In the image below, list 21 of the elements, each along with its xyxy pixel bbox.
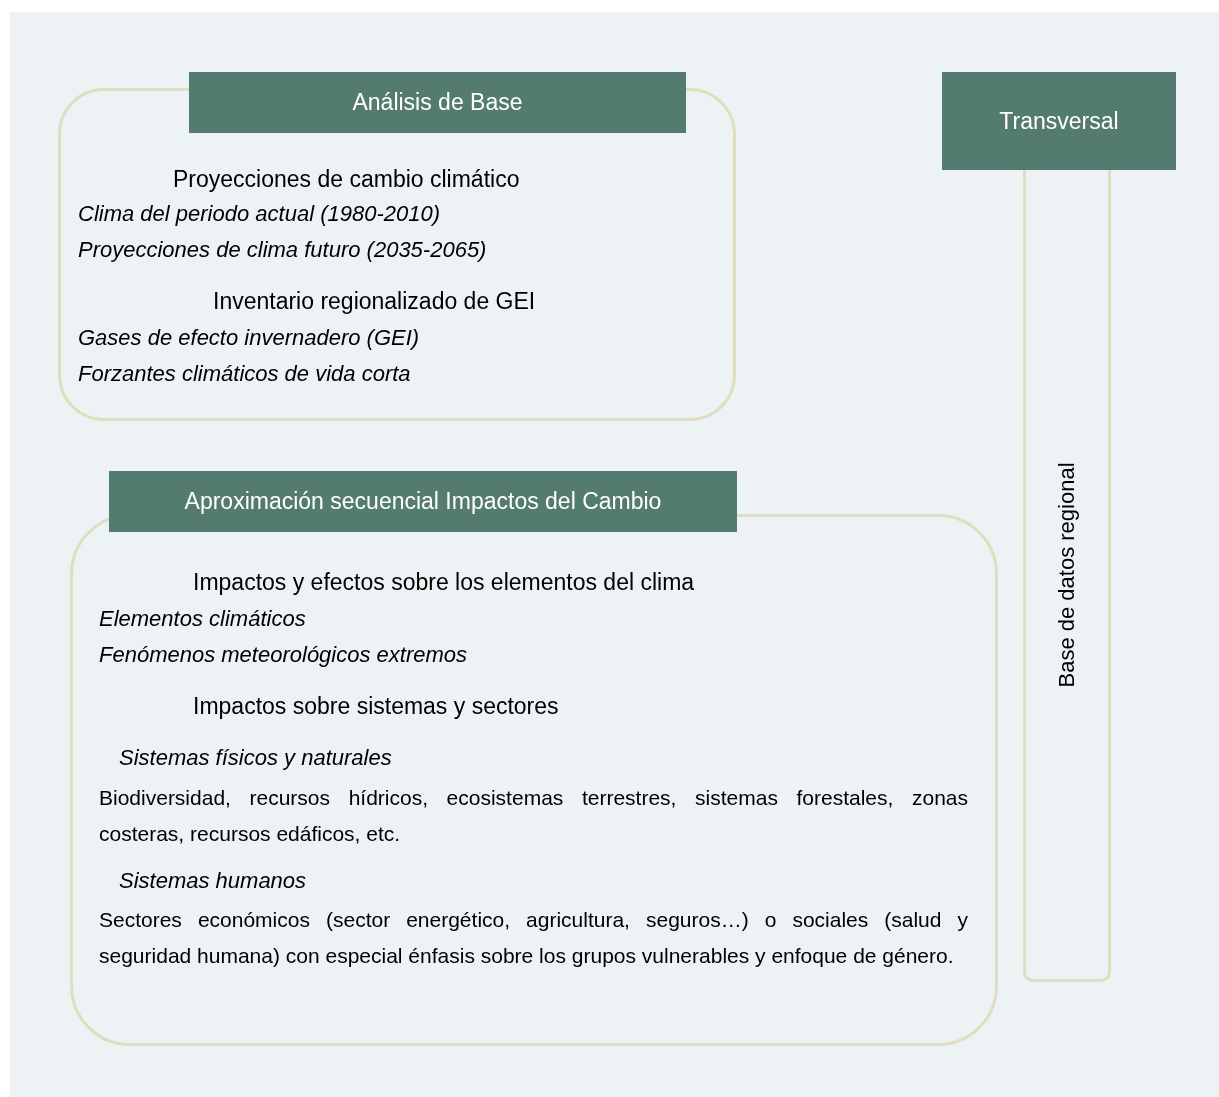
item-text: Fenómenos meteorológicos extremos (99, 642, 468, 668)
paragraph: Biodiversidad, recursos hídricos, ecosistemas terrestres, sistemas forestales, zonas costeras, recursos edáficos, etc. (99, 785, 968, 847)
section-heading: Impactos sobre sistemas y sectores (193, 693, 559, 720)
header-tab: Análisis de Base (189, 72, 686, 133)
item-text: Forzantes climáticos de vida corta (78, 361, 411, 387)
item-text: Sistemas físicos y naturales (119, 745, 392, 771)
vertical-bar (1023, 170, 1111, 982)
header-tab: Transversal (942, 72, 1176, 170)
item-text: Elementos climáticos (99, 606, 306, 632)
item-text: Sistemas humanos (119, 868, 307, 894)
header-tab: Aproximación secuencial Impactos del Cambio (109, 471, 737, 532)
section-heading: Impactos y efectos sobre los elementos del clima (193, 569, 695, 596)
vertical-label: Base de datos regional (1054, 461, 1080, 688)
section-heading: Inventario regionalizado de GEI (213, 288, 536, 315)
item-text: Clima del periodo actual (1980-2010) (78, 201, 440, 227)
section-heading: Proyecciones de cambio climático (173, 166, 520, 193)
paragraph: Sectores económicos (sector energético, agricultura, seguros…) o sociales (salud y seguridad humana) con especial énfasis sobre los grupos vulnerables y enfoque de género. (99, 907, 968, 969)
item-text: Gases de efecto invernadero (GEI) (78, 325, 420, 351)
rounded-panel (58, 88, 736, 421)
item-text: Proyecciones de clima futuro (2035-2065) (78, 237, 487, 263)
rounded-panel (70, 514, 998, 1046)
